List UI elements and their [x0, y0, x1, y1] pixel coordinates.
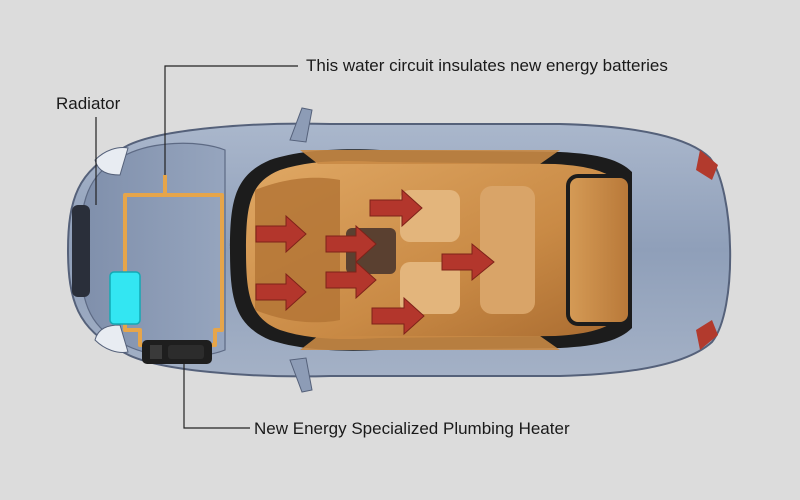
heater-unit-icon — [142, 340, 212, 364]
front-seat-right — [400, 262, 460, 314]
water-circuit-label: This water circuit insulates new energy … — [306, 56, 668, 75]
heat-flow-arrows — [255, 188, 495, 336]
heat-flow-arrow — [325, 260, 377, 300]
heat-flow-arrow — [255, 214, 307, 254]
headlight-right — [94, 324, 129, 353]
radiator-label: Radiator — [56, 94, 121, 113]
heater-leader — [183, 364, 250, 429]
cabin-interior — [230, 149, 632, 351]
front-grille — [72, 205, 90, 297]
tail-light-left — [696, 150, 718, 180]
side-mirror-right — [289, 357, 313, 393]
rear-window — [566, 174, 632, 326]
headlight-left — [94, 147, 129, 176]
side-mirror-left — [289, 107, 313, 143]
rear-bench — [480, 186, 535, 314]
water-circuit-leader — [164, 65, 298, 175]
water-circuit — [123, 175, 224, 347]
heater-label: New Energy Specialized Plumbing Heater — [254, 419, 570, 438]
heat-flow-arrow — [255, 272, 307, 312]
heat-flow-arrow — [441, 242, 495, 282]
heat-flow-arrow — [325, 224, 377, 264]
battery-pack-icon — [109, 271, 141, 325]
heat-flow-arrow — [371, 296, 425, 336]
leader-lines — [95, 65, 298, 429]
tail-light-right — [696, 320, 718, 350]
heat-flow-arrow — [369, 188, 423, 228]
